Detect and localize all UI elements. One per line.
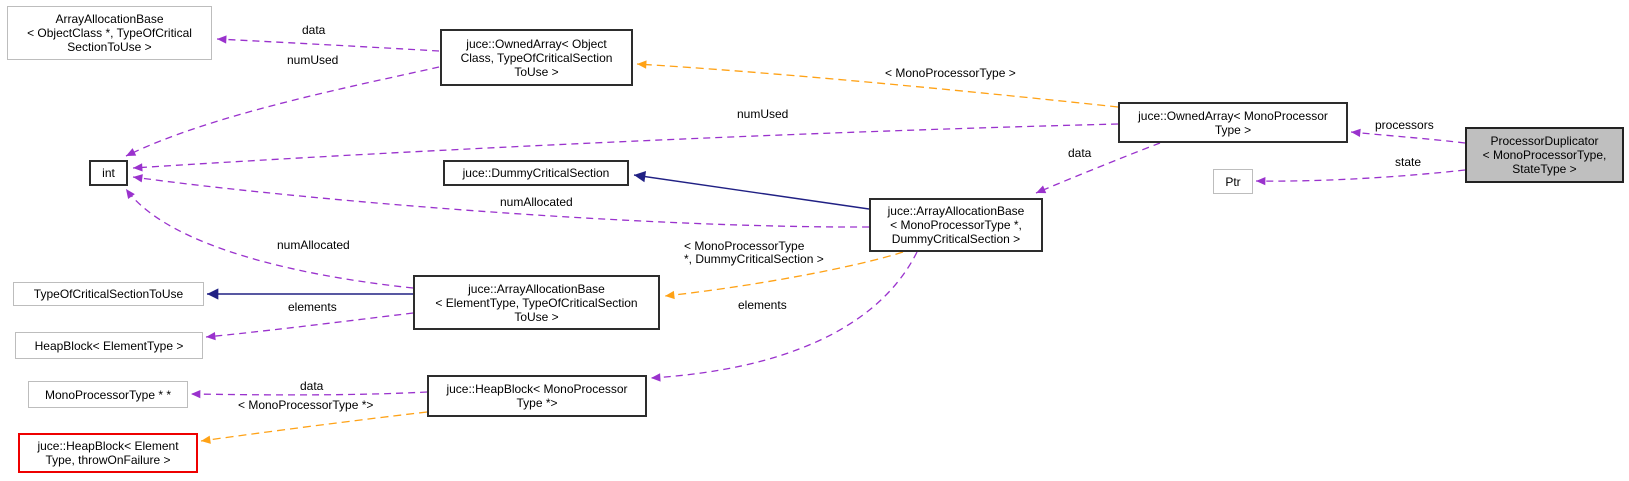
edge-label-template-mono-dummy: < MonoProcessorType *, DummyCriticalSect…: [684, 239, 824, 266]
edge-inherit-dummy: [633, 171, 870, 210]
edge-label-data-right: data: [1068, 146, 1092, 160]
edge-elements-center: [650, 251, 918, 382]
node-ptr[interactable]: Ptr: [1213, 169, 1253, 194]
node-array-allocation-base-element[interactable]: juce::ArrayAllocationBase < ElementType,…: [413, 275, 660, 330]
edge-label-data-top: data: [302, 23, 326, 37]
edge-template-mono: [636, 60, 1119, 108]
edge-label-state: state: [1395, 155, 1422, 169]
edge-data-bottom: [190, 389, 428, 399]
edge-elements-left: [205, 312, 414, 341]
node-processor-duplicator: ProcessorDuplicator < MonoProcessorType,…: [1465, 127, 1624, 183]
edge-template-mono-dummy: [664, 251, 904, 300]
edge-numallocated-left: [125, 188, 414, 289]
node-owned-array-mono[interactable]: juce::OwnedArray< MonoProcessor Type >: [1118, 102, 1348, 143]
edge-label-numused-top: numUsed: [287, 53, 339, 67]
edge-label-template-mono-ptr: < MonoProcessorType *>: [238, 398, 374, 412]
node-owned-array-objectclass[interactable]: juce::OwnedArray< Object Class, TypeOfCr…: [440, 29, 633, 86]
node-array-allocation-base-mono[interactable]: juce::ArrayAllocationBase < MonoProcesso…: [869, 198, 1043, 252]
edge-label-numallocated-left: numAllocated: [277, 238, 350, 252]
edge-label-elements-left: elements: [288, 300, 337, 314]
edge-data-top: [216, 35, 440, 52]
edge-data-right: [1035, 142, 1161, 194]
edge-label-numused-long: numUsed: [737, 107, 789, 121]
node-type-of-critical-section-to-use[interactable]: TypeOfCriticalSectionToUse: [13, 282, 204, 306]
edge-label-numallocated-center: numAllocated: [500, 195, 573, 209]
edge-template-mono-ptr: [200, 411, 428, 444]
edge-state: [1255, 169, 1466, 186]
node-int[interactable]: int: [89, 160, 128, 186]
node-heapblock-throw-on-failure[interactable]: juce::HeapBlock< Element Type, throwOnFa…: [18, 433, 198, 473]
edge-numused-top: [125, 66, 440, 157]
node-heapblock-mono[interactable]: juce::HeapBlock< MonoProcessor Type *>: [427, 375, 647, 417]
node-heapblock-element[interactable]: HeapBlock< ElementType >: [15, 332, 203, 359]
node-mono-processor-type-ptr-ptr[interactable]: MonoProcessorType * *: [28, 381, 188, 408]
node-array-allocation-base-objectclass[interactable]: ArrayAllocationBase < ObjectClass *, Typ…: [7, 6, 212, 60]
edge-processors: [1350, 128, 1466, 144]
edge-label-elements-center: elements: [738, 298, 787, 312]
node-dummy-critical-section[interactable]: juce::DummyCriticalSection: [443, 160, 629, 186]
edge-label-template-mono: < MonoProcessorType >: [885, 66, 1016, 80]
edge-label-data-bottom: data: [300, 379, 324, 393]
edge-label-processors: processors: [1375, 118, 1434, 132]
